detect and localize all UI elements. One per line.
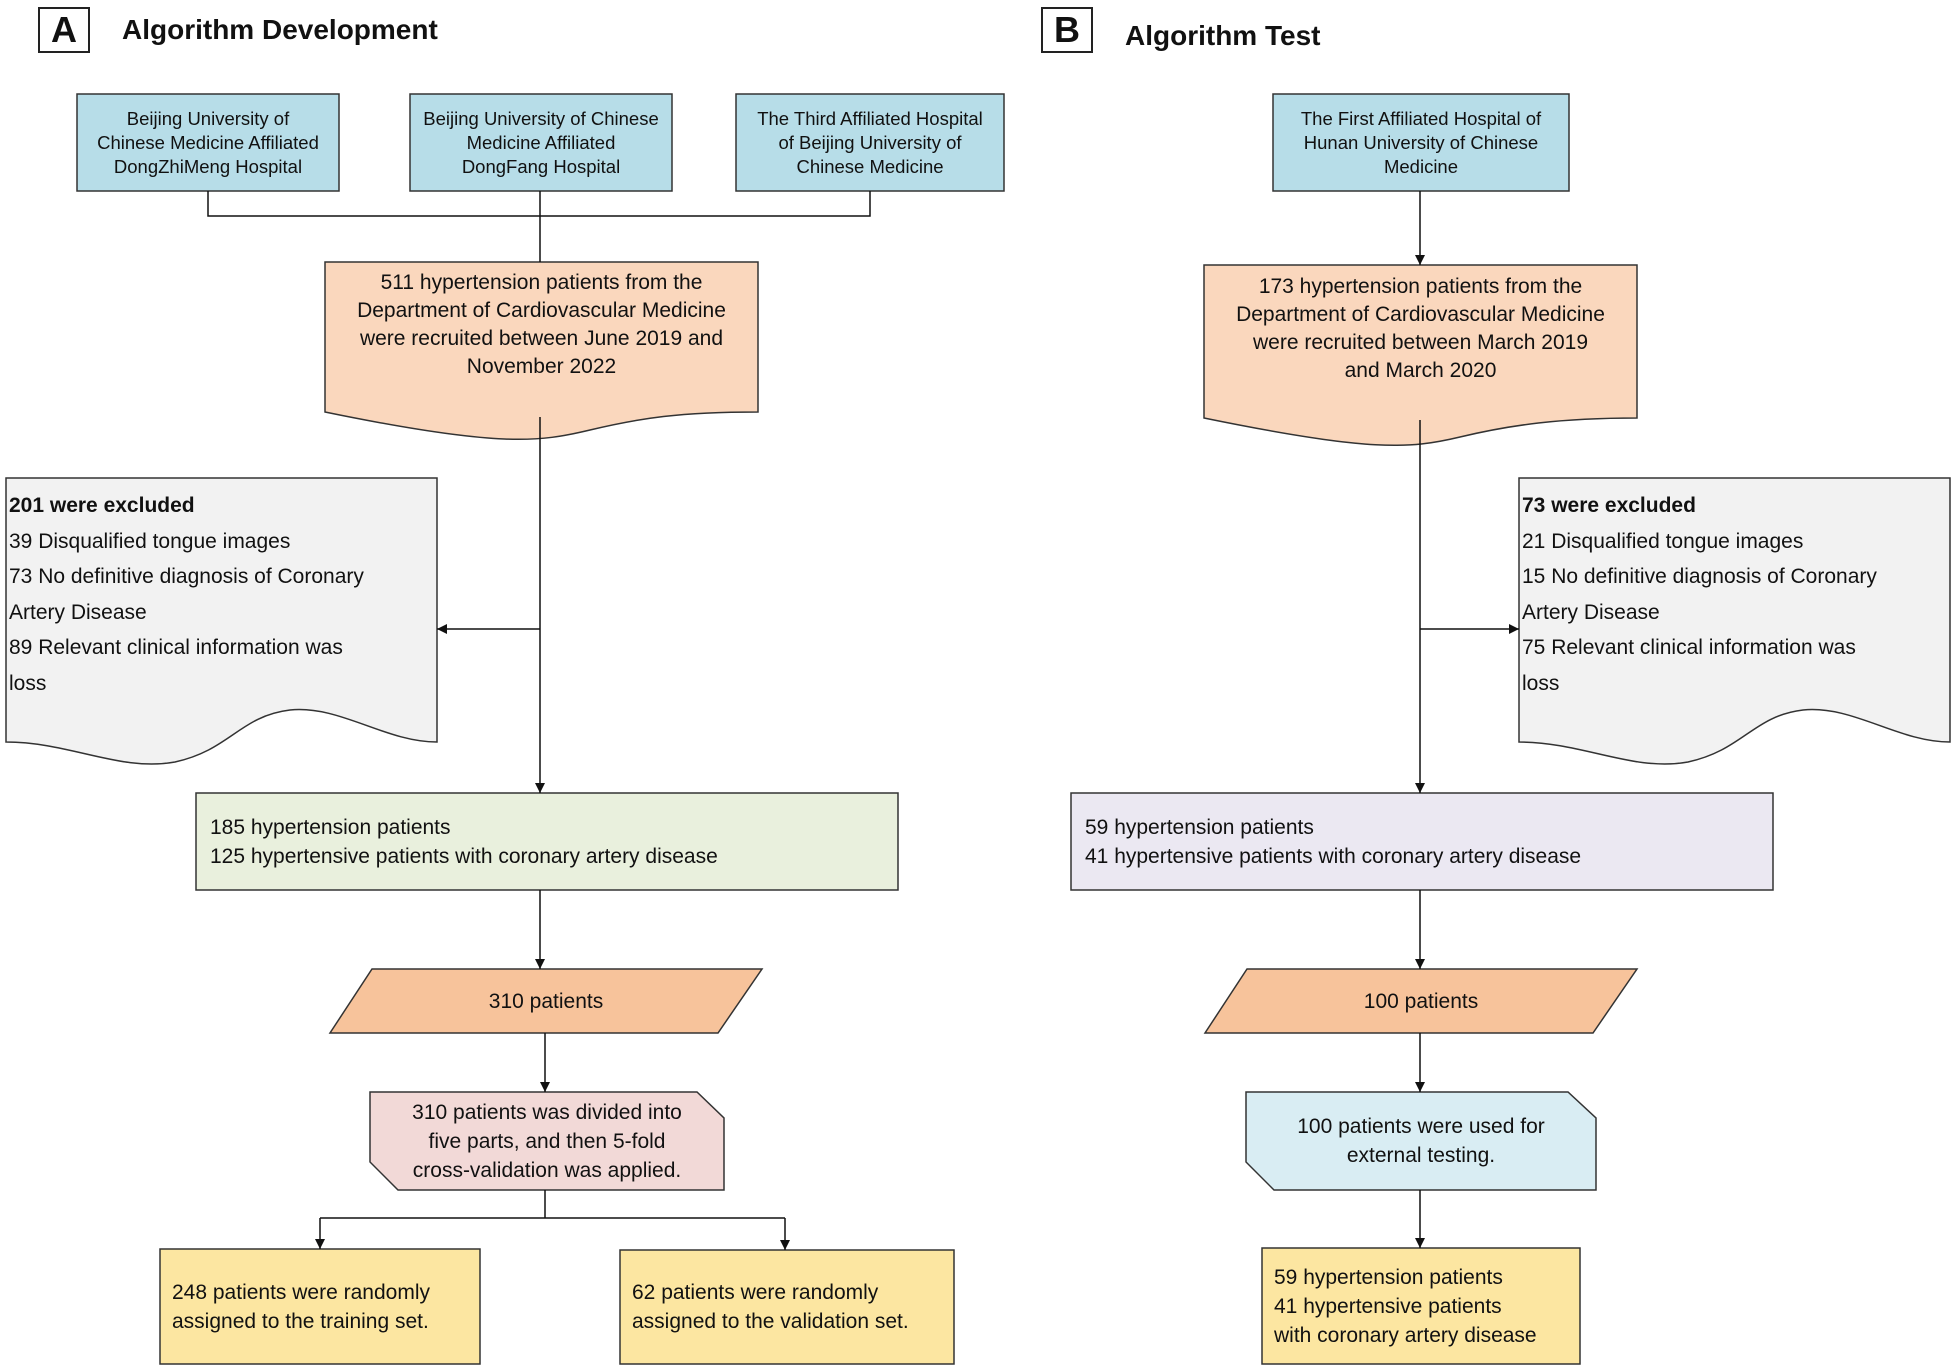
total-text-b: 100 patients [1205,969,1637,1033]
text-line: assigned to the validation set. [632,1310,909,1333]
text-line: of Beijing University of [778,131,962,153]
exclusion-text-b: 73 were excluded 21 Disqualified tongue … [1522,482,1950,712]
text-line: Hunan University of Chinese [1303,131,1539,153]
text-line: 21 Disqualified tongue images [1522,529,1804,553]
recruitment-doc-a [324,261,759,441]
text-line: Department of Cardiovascular Medicine [1236,303,1605,326]
training-text: 248 patients were randomly assigned to t… [160,1249,480,1364]
result-box [1261,1247,1581,1365]
recruitment-doc-b [1203,264,1638,447]
text-line: with coronary artery disease [1274,1323,1537,1347]
exclusion-text-a: 201 were excluded 39 Disqualified tongue… [9,482,437,712]
text-line: loss [1522,671,1560,695]
text-line: Beijing University of Chinese [423,107,659,129]
total-text-a: 310 patients [330,969,762,1033]
usage-text: 100 patients were used for external test… [1246,1092,1596,1190]
text-line: 125 hypertensive patients with coronary … [210,844,718,868]
source-box-dongzhimeng [76,93,340,192]
text-line: 248 patients were randomly [172,1280,430,1304]
panel-a-title: Algorithm Development [122,14,438,45]
result-text: 59 hypertension patients 41 hypertensive… [1262,1248,1580,1364]
source-box-third-affiliated [735,93,1005,192]
split-note-box [369,1091,725,1191]
cohort-box-b [1070,792,1774,891]
validation-text: 62 patients were randomly assigned to th… [620,1250,954,1364]
text-line: Medicine [1383,155,1459,177]
text-line: Beijing University of [126,107,290,129]
text-line: DongFang Hospital [461,155,621,177]
text-line: 173 hypertension patients from the [1258,275,1583,298]
text-line: 39 Disqualified tongue images [9,529,291,553]
cohort-text-b: 59 hypertension patients 41 hypertensive… [1085,793,1773,890]
source-label-dongfang: Beijing University of Chinese Medicine A… [410,94,672,191]
text-line: Chinese Medicine Affiliated [97,131,319,153]
text-line: and March 2020 [1344,359,1497,382]
panel-b-title: Algorithm Test [1125,20,1321,51]
text-line: were recruited between March 2019 [1252,331,1588,354]
exclusion-header: 73 were excluded [1522,494,1696,517]
source-box-hunan [1272,93,1570,192]
total-parallelogram-a [328,968,764,1034]
text-line: 310 patients was divided into [412,1100,682,1124]
text-line: 511 hypertension patients from the [380,271,703,294]
text-line: 73 No definitive diagnosis of Coronary [9,565,364,588]
recruitment-text-b: 173 hypertension patients from the Depar… [1204,268,1637,390]
source-box-dongfang [409,93,673,192]
total-count-b: 100 patients [1363,989,1479,1013]
text-line: Chinese Medicine [796,155,944,177]
cohort-box-a [195,792,899,891]
recruitment-text-a: 511 hypertension patients from the Depar… [325,264,758,386]
exclusion-doc-b [1518,477,1951,765]
text-line: were recruited between June 2019 and [359,327,724,350]
text-line: Artery Disease [9,600,147,624]
text-line: DongZhiMeng Hospital [113,155,303,177]
text-line: external testing. [1346,1144,1496,1167]
source-label-third-affiliated: The Third Affiliated Hospital of Beijing… [736,94,1004,191]
source-label-hunan: The First Affiliated Hospital of Hunan U… [1273,94,1569,191]
usage-note-box [1245,1091,1597,1191]
text-line: cross-validation was applied. [412,1158,682,1182]
text-line: 62 patients were randomly [632,1281,879,1304]
split-text: 310 patients was divided into five parts… [370,1092,724,1190]
text-line: 185 hypertension patients [210,815,451,839]
text-line: loss [9,671,47,695]
text-line: 59 hypertension patients [1274,1265,1503,1289]
text-line: 41 hypertensive patients with coronary a… [1085,844,1582,868]
text-line: five parts, and then 5-fold [428,1129,666,1153]
text-line: 100 patients were used for [1297,1115,1545,1138]
training-box [159,1248,481,1365]
exclusion-header: 201 were excluded [9,494,195,517]
text-line: Medicine Affiliated [466,131,616,153]
text-line: Department of Cardiovascular Medicine [357,299,726,322]
exclusion-doc-a [5,477,438,765]
text-line: November 2022 [466,355,617,378]
cohort-text-a: 185 hypertension patients 125 hypertensi… [210,793,898,890]
source-merge-connector [207,191,871,217]
text-line: assigned to the training set. [172,1309,429,1333]
text-line: 59 hypertension patients [1085,815,1314,839]
total-count-a: 310 patients [488,989,604,1013]
text-line: The First Affiliated Hospital of [1300,107,1542,129]
text-line: 89 Relevant clinical information was [9,636,343,659]
panel-b-letter: B [1041,7,1093,53]
panel-a-letter: A [38,7,90,53]
total-parallelogram-b [1203,968,1639,1034]
text-line: Artery Disease [1522,600,1660,624]
validation-box [619,1249,955,1365]
text-line: The Third Affiliated Hospital [757,107,983,129]
text-line: 41 hypertensive patients [1274,1294,1502,1318]
text-line: 15 No definitive diagnosis of Coronary [1522,565,1877,588]
text-line: 75 Relevant clinical information was [1522,636,1856,659]
source-label-dongzhimeng: Beijing University of Chinese Medicine A… [77,94,339,191]
